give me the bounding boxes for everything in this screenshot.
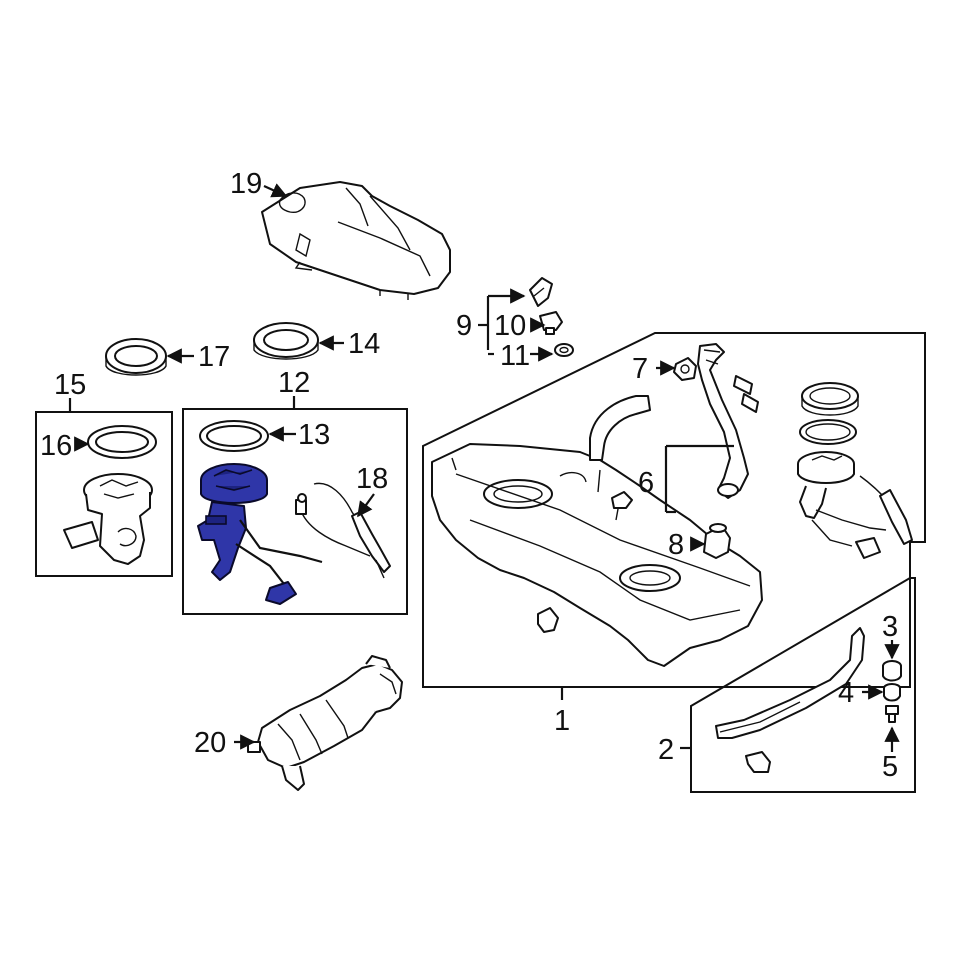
part-4-bushing[interactable] [883, 683, 901, 702]
part-1-fuel-tank[interactable] [431, 395, 763, 667]
group-box-2 [690, 577, 916, 793]
part-8-vent-valve[interactable] [703, 523, 731, 559]
callout-2: 2 [658, 734, 674, 766]
callout-7: 7 [632, 353, 648, 385]
callout-10: 10 [494, 310, 526, 342]
leader-18 [357, 493, 375, 518]
callout-12: 12 [278, 367, 310, 399]
part-1-pump-assembly-ring[interactable] [801, 382, 859, 416]
callout-11: 11 [500, 340, 530, 372]
part-12-fuel-pump-highlighted[interactable] [197, 463, 323, 605]
part-2-clip[interactable] [745, 751, 771, 773]
part-10-fitting[interactable] [539, 311, 563, 335]
callout-6: 6 [638, 467, 654, 499]
part-11-o-ring[interactable] [554, 343, 574, 357]
part-15-fuel-pump[interactable] [63, 473, 153, 565]
callout-19: 19 [230, 168, 262, 200]
part-5-bolt[interactable] [885, 705, 899, 723]
callout-5: 5 [882, 751, 898, 783]
callout-16: 16 [40, 430, 72, 462]
callout-18: 18 [356, 463, 388, 495]
part-17-lock-ring[interactable] [105, 338, 167, 376]
part-1-pump-assembly[interactable] [797, 451, 913, 559]
part-6-filler-neck[interactable] [697, 343, 759, 499]
group-box-15 [35, 411, 173, 577]
callout-4: 4 [838, 677, 854, 709]
callout-15: 15 [54, 369, 86, 401]
part-1-pump-assembly-seal[interactable] [799, 419, 857, 445]
part-16-seal[interactable] [87, 425, 157, 459]
group-box-1 [422, 332, 926, 688]
callout-13: 13 [298, 419, 330, 451]
part-9-fuel-cap[interactable] [529, 277, 553, 307]
part-19-shield[interactable] [261, 181, 451, 300]
callout-1: 1 [554, 705, 570, 737]
part-20-filter[interactable] [247, 655, 403, 791]
part-18-sender[interactable] [295, 482, 391, 579]
part-1-cap-small[interactable] [611, 491, 633, 509]
part-1-clip[interactable] [537, 607, 559, 633]
part-14-lock-ring[interactable] [253, 322, 319, 360]
callout-9: 9 [456, 310, 472, 342]
callout-20: 20 [194, 727, 226, 759]
part-3-isolator[interactable] [882, 660, 902, 682]
part-13-seal[interactable] [199, 420, 269, 452]
part-2-strap[interactable] [715, 627, 865, 739]
part-7-nut[interactable] [673, 357, 697, 381]
callout-8: 8 [668, 529, 684, 561]
leader-19 [263, 183, 288, 198]
callout-3: 3 [882, 611, 898, 643]
callout-17: 17 [198, 341, 230, 373]
callout-14: 14 [348, 328, 380, 360]
